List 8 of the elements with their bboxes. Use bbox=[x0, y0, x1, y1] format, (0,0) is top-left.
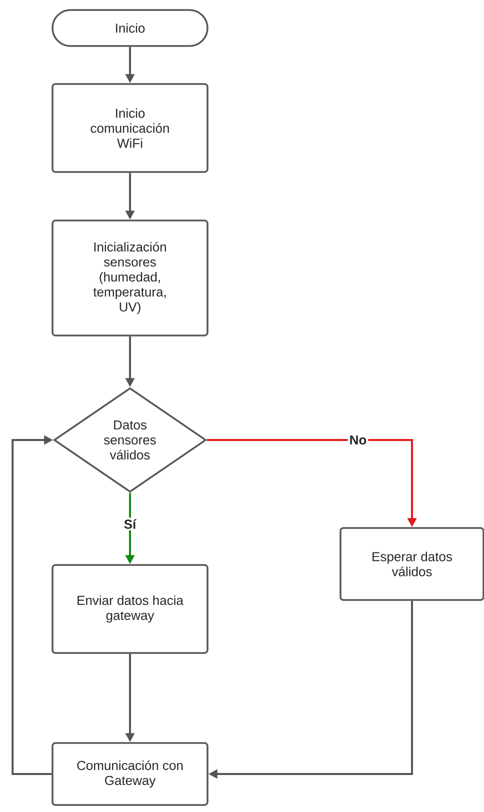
edge-label: No bbox=[348, 434, 368, 446]
edge-label: Sí bbox=[122, 518, 138, 530]
process-box: Comunicación con Gateway bbox=[52, 742, 208, 806]
process-box: Esperar datos válidos bbox=[340, 527, 484, 601]
process-box: Inicio comunicación WiFi bbox=[52, 83, 208, 173]
start-terminal: Inicio bbox=[52, 9, 208, 47]
process-box: Enviar datos hacia gateway bbox=[52, 564, 208, 654]
process-box: Inicialización sensores (humedad, temperatura, UV) bbox=[52, 220, 208, 336]
